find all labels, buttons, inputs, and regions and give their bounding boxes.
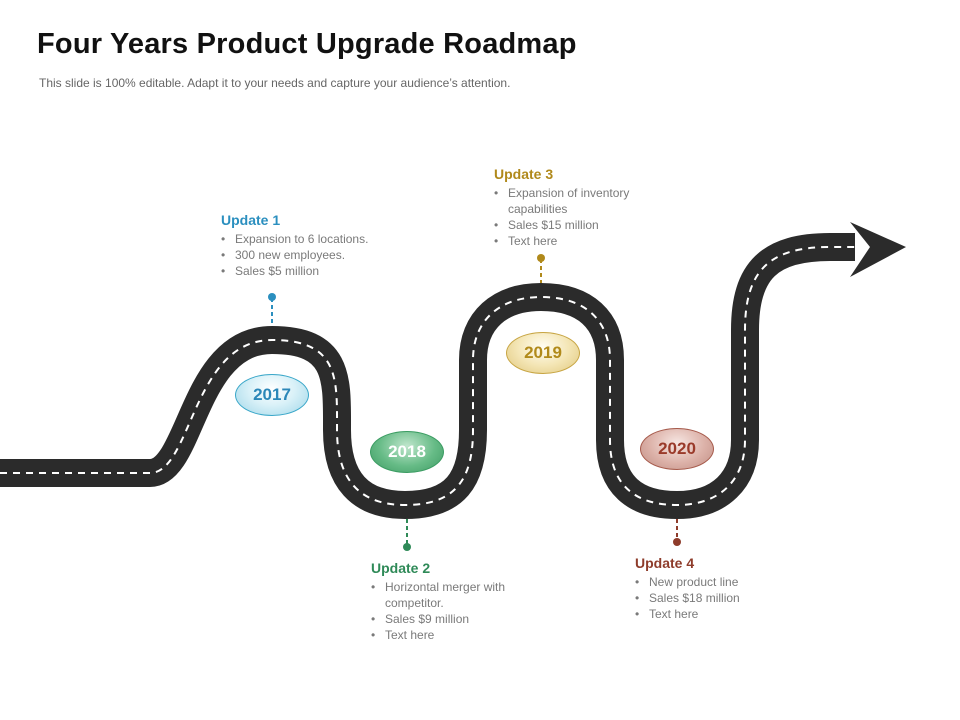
connector-update-2 xyxy=(403,519,411,551)
year-badge-2020: 2020 xyxy=(640,428,714,470)
bullet-item: Text here xyxy=(371,627,561,643)
update-4-title: Update 4 xyxy=(635,555,695,571)
bullet-item: Sales $9 million xyxy=(371,611,561,627)
update-3-title: Update 3 xyxy=(494,166,554,182)
connector-update-4 xyxy=(673,519,681,546)
update-2-bullets: Horizontal merger with competitor. Sales… xyxy=(371,579,561,643)
bullet-item: Text here xyxy=(494,233,684,249)
update-1-title: Update 1 xyxy=(221,212,281,228)
update-2-block: Update 2 Horizontal merger with competit… xyxy=(371,560,561,643)
year-badge-2018: 2018 xyxy=(370,431,444,473)
year-badge-2017: 2017 xyxy=(235,374,309,416)
bullet-item: Sales $5 million xyxy=(221,263,411,279)
road-arrow-head xyxy=(850,222,906,277)
bullet-item: Text here xyxy=(635,606,825,622)
bullet-item: New product line xyxy=(635,574,825,590)
update-1-block: Update 1 Expansion to 6 locations. 300 n… xyxy=(221,212,411,279)
road-center-line xyxy=(0,246,858,507)
bullet-item: Sales $18 million xyxy=(635,590,825,606)
connector-update-1 xyxy=(268,293,276,326)
update-3-bullets: Expansion of inventory capabilities Sale… xyxy=(494,185,684,249)
bullet-item: Expansion of inventory capabilities xyxy=(494,185,673,217)
year-badge-2019: 2019 xyxy=(506,332,580,374)
update-4-block: Update 4 New product line Sales $18 mill… xyxy=(635,555,825,622)
update-4-bullets: New product line Sales $18 million Text … xyxy=(635,574,825,622)
page-title: Four Years Product Upgrade Roadmap xyxy=(37,28,577,60)
bullet-item: Expansion to 6 locations. xyxy=(221,231,411,247)
bullet-item: Horizontal merger with competitor. xyxy=(371,579,555,611)
update-2-title: Update 2 xyxy=(371,560,431,576)
update-1-bullets: Expansion to 6 locations. 300 new employ… xyxy=(221,231,411,279)
bullet-item: Sales $15 million xyxy=(494,217,684,233)
update-3-block: Update 3 Expansion of inventory capabili… xyxy=(494,166,684,249)
bullet-item: 300 new employees. xyxy=(221,247,411,263)
page-subtitle: This slide is 100% editable. Adapt it to… xyxy=(39,76,511,90)
connector-update-3 xyxy=(537,254,545,283)
